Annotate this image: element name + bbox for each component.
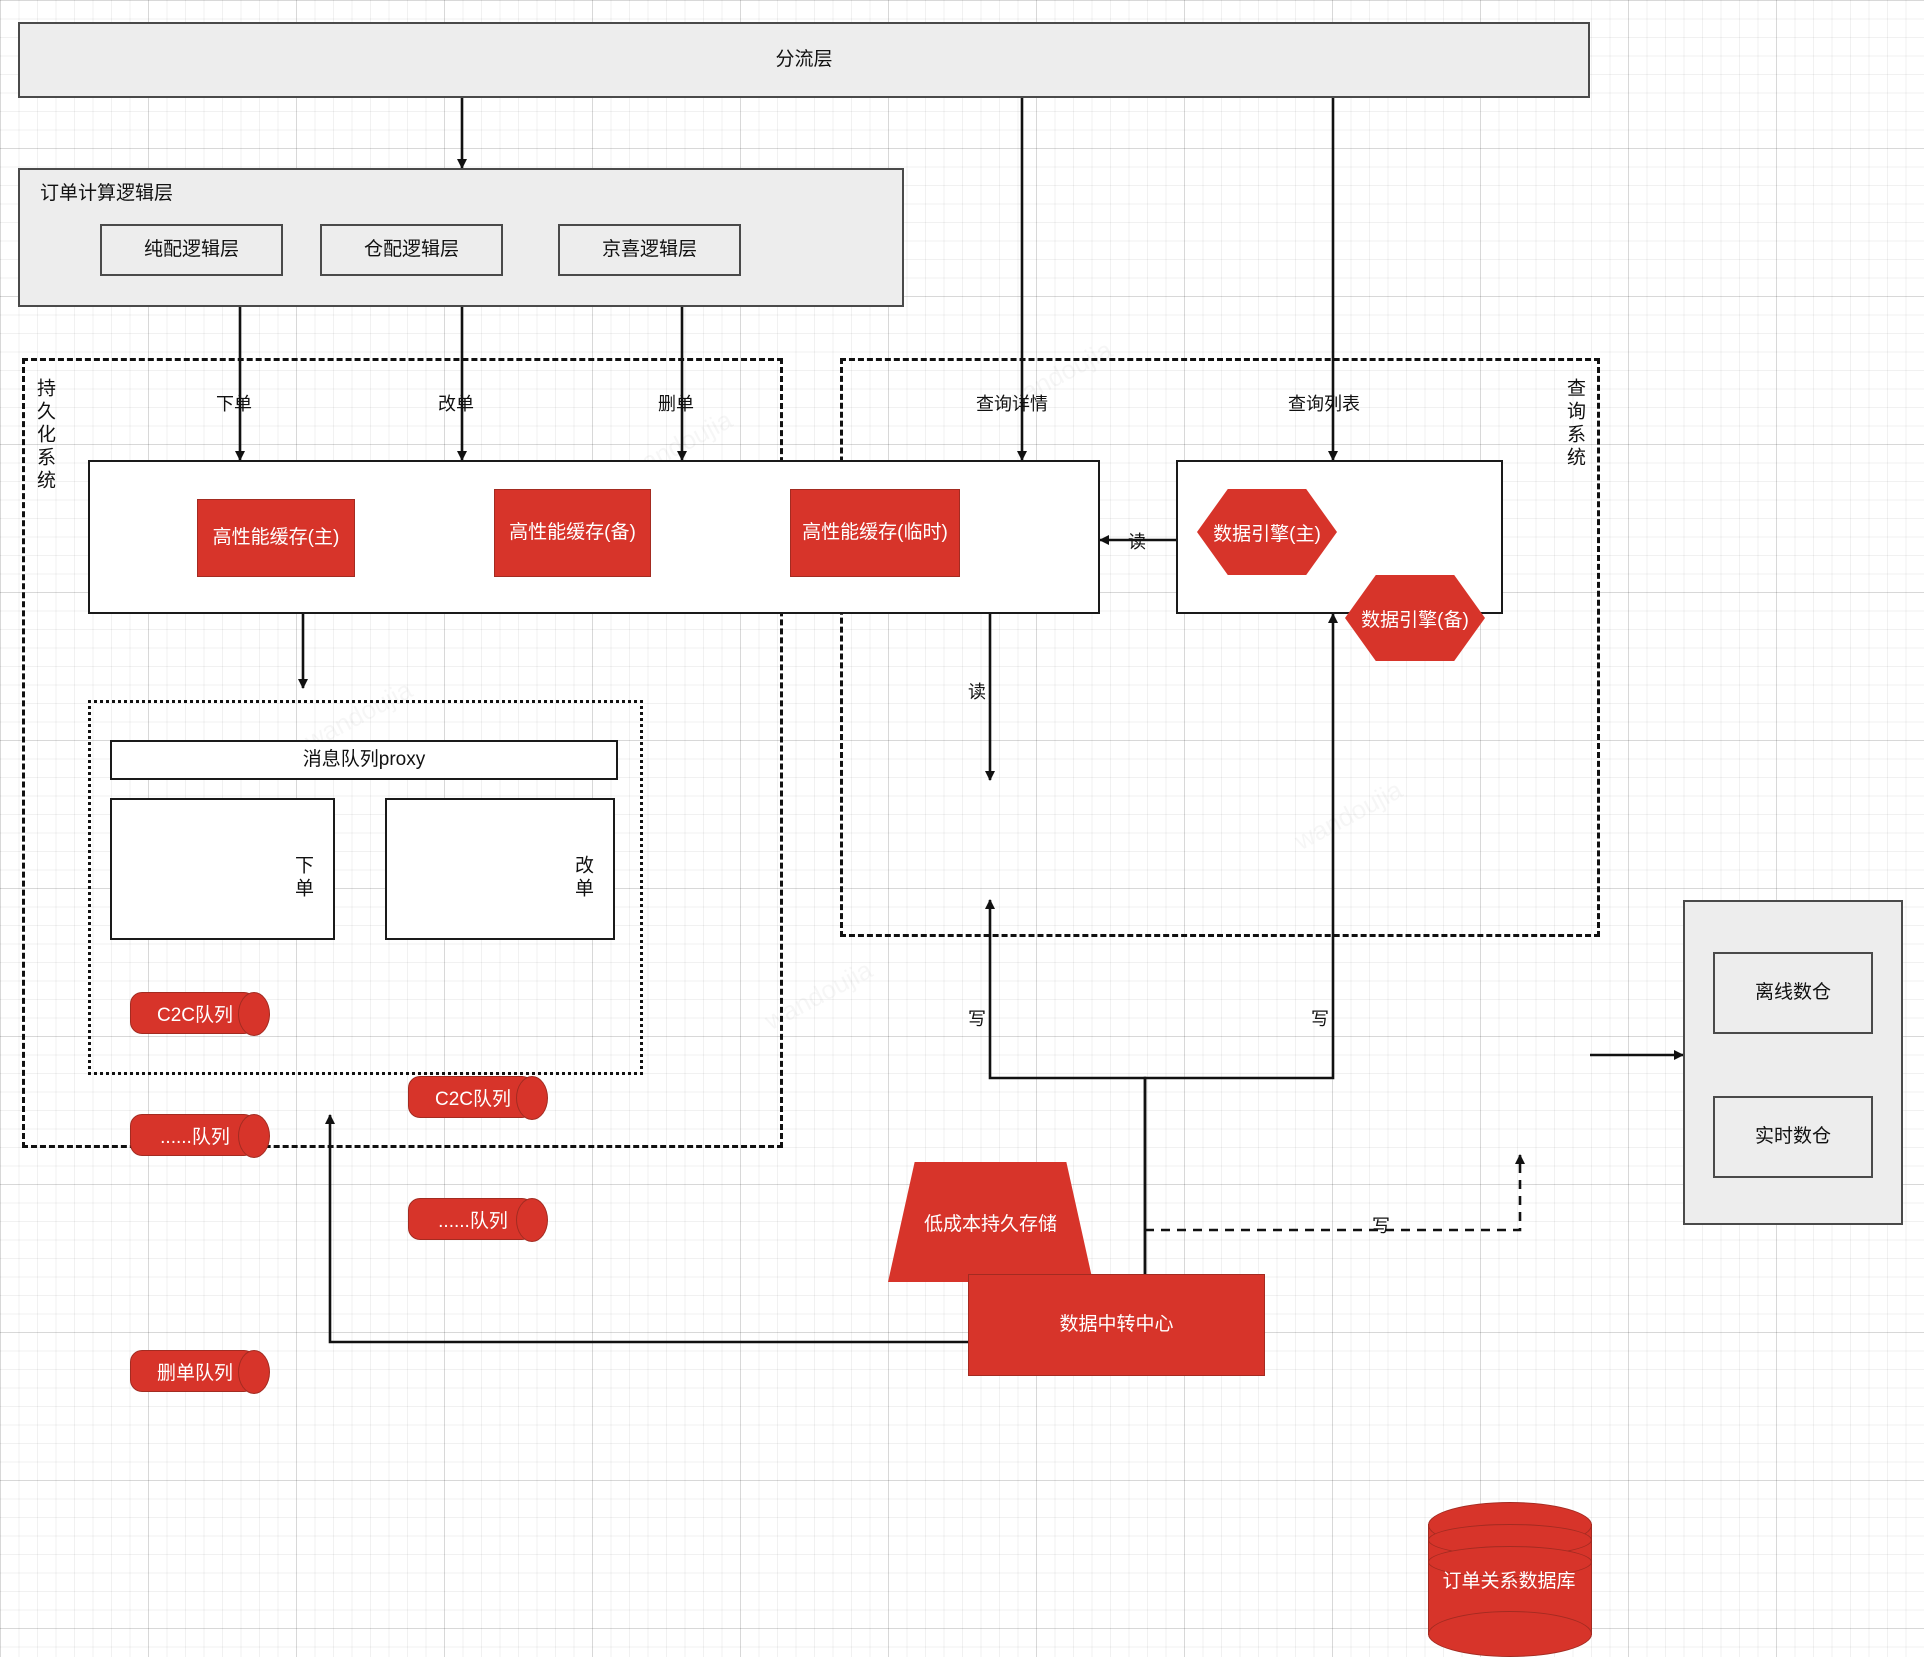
edge-label-place-order: 下单: [216, 394, 252, 414]
module-warehouse-delivery[interactable]: 仓配逻辑层: [320, 224, 503, 276]
cylinder-cap: [516, 1076, 548, 1120]
order-relational-database[interactable]: 订单关系数据库: [1428, 1502, 1592, 1657]
edge-label-write-engine: 写: [1311, 1009, 1329, 1029]
mq-group-modify-order: [385, 798, 615, 940]
cylinder-cap: [238, 992, 270, 1036]
queue-delete-order[interactable]: 删单队列: [130, 1350, 270, 1394]
low-cost-storage-label: 低成本持久存储: [923, 1213, 1057, 1235]
cache-label: 高性能缓存(临时): [802, 522, 948, 544]
traffic-layer-label: 分流层: [775, 49, 833, 71]
engine-label: 数据引擎(备): [1361, 609, 1469, 631]
cache-temp[interactable]: 高性能缓存(临时): [790, 489, 960, 577]
warehouse-label: 实时数仓: [1754, 1126, 1831, 1148]
persistence-system-label: 持久化系统: [34, 378, 55, 493]
queue-label: ......队列: [160, 1126, 230, 1148]
persistence-system-container: [22, 358, 783, 1148]
cache-backup[interactable]: 高性能缓存(备): [494, 489, 651, 577]
cylinder-cap: [516, 1198, 548, 1242]
message-queue-proxy[interactable]: 消息队列proxy: [110, 740, 618, 780]
order-logic-layer-label: 订单计算逻辑层: [40, 183, 174, 204]
warehouse-offline[interactable]: 离线数仓: [1713, 952, 1873, 1034]
warehouse-label: 离线数仓: [1754, 982, 1831, 1004]
edge-label-delete-order: 删单: [658, 394, 694, 414]
message-queue-container: [88, 700, 643, 1075]
cylinder-body: [408, 1198, 534, 1240]
edge-label-modify-order: 改单: [438, 394, 474, 414]
hexagon-shape: [1345, 575, 1485, 661]
queue-label: C2C队列: [156, 1004, 233, 1026]
cylinder-body: [408, 1076, 534, 1118]
edge-label-write-storage: 写: [968, 1009, 986, 1029]
module-label: 纯配逻辑层: [143, 239, 239, 261]
cache-primary[interactable]: 高性能缓存(主): [197, 499, 355, 577]
cylinder-cap: [238, 1114, 270, 1158]
module-label: 京喜逻辑层: [601, 239, 697, 261]
queue-c2c-place-order[interactable]: C2C队列: [130, 992, 270, 1036]
queue-label: ......队列: [438, 1210, 508, 1232]
hexagon-shape: [1197, 489, 1337, 575]
engine-label: 数据引擎(主): [1213, 523, 1321, 545]
mq-group-place-order: [110, 798, 335, 940]
module-label: 仓配逻辑层: [363, 239, 459, 261]
cylinder-body: [130, 1350, 256, 1392]
query-system-container: [840, 358, 1600, 937]
data-engine-backup[interactable]: 数据引擎(备): [1345, 575, 1485, 661]
mq-proxy-label: 消息队列proxy: [302, 749, 426, 771]
module-pure-delivery[interactable]: 纯配逻辑层: [100, 224, 283, 276]
queue-other-modify-order[interactable]: ......队列: [408, 1198, 548, 1242]
data-engine-primary[interactable]: 数据引擎(主): [1197, 489, 1337, 575]
edge-label-write-db: 写: [1372, 1216, 1390, 1236]
edge-label-query-list: 查询列表: [1288, 394, 1360, 414]
cylinder-body: [130, 1114, 256, 1156]
data-relay-center[interactable]: 数据中转中心: [968, 1274, 1265, 1376]
queue-other-place-order[interactable]: ......队列: [130, 1114, 270, 1158]
low-cost-storage[interactable]: 低成本持久存储: [888, 1162, 1093, 1282]
cache-label: 高性能缓存(主): [212, 527, 340, 549]
edge-label-read-engine: 读: [1128, 532, 1146, 552]
edge-label-read-storage: 读: [968, 682, 986, 702]
queue-label: C2C队列: [434, 1088, 511, 1110]
trapezoid-shape: [888, 1162, 1093, 1282]
warehouse-realtime[interactable]: 实时数仓: [1713, 1096, 1873, 1178]
module-jingxi[interactable]: 京喜逻辑层: [558, 224, 741, 276]
edge-label-query-detail: 查询详情: [976, 394, 1048, 414]
query-system-label: 查询系统: [1564, 378, 1585, 470]
cache-label: 高性能缓存(备): [509, 522, 636, 544]
mq-group-label-modify-order: 改单: [572, 855, 593, 901]
order-db-label: 订单关系数据库: [1442, 1571, 1576, 1592]
traffic-layer-box[interactable]: 分流层: [18, 22, 1590, 98]
queue-label: 删单队列: [156, 1362, 233, 1384]
cylinder-cap: [238, 1350, 270, 1394]
mq-group-label-place-order: 下单: [292, 855, 313, 901]
queue-c2c-modify-order[interactable]: C2C队列: [408, 1076, 548, 1120]
relay-center-label: 数据中转中心: [1059, 1314, 1174, 1336]
